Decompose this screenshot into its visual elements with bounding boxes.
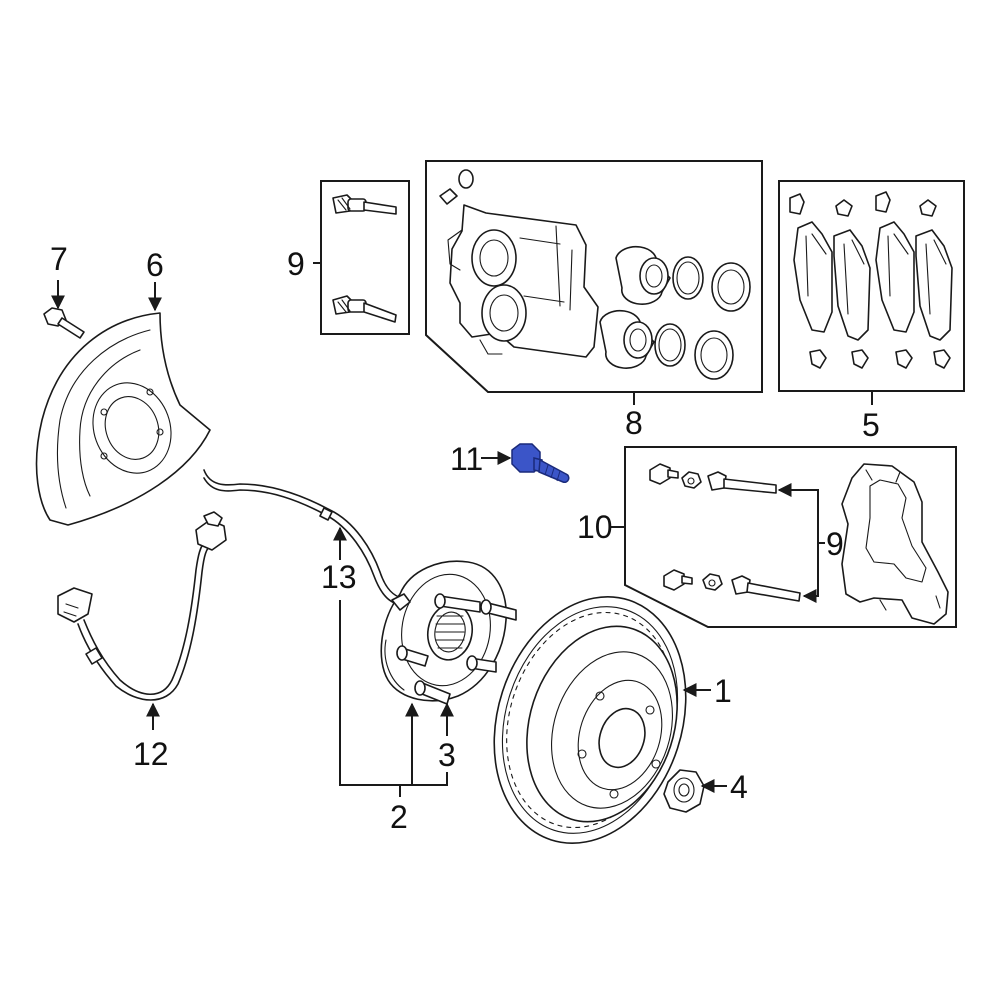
- pad-clips-top[interactable]: [789, 191, 937, 217]
- callout-labels: 1 2 3 4 5 6 7 8 9 9 10 11 12 13: [50, 241, 880, 835]
- callout-4: 4: [730, 769, 748, 805]
- guide-pin-lower[interactable]: [332, 295, 397, 323]
- dust-shield[interactable]: [35, 312, 211, 526]
- highlighted-bolt-11[interactable]: [511, 443, 570, 484]
- shield-bolt[interactable]: [43, 307, 85, 339]
- callout-9-top: 9: [287, 246, 305, 282]
- caliper-box: [425, 160, 763, 393]
- bracket-bolt-upper-short[interactable]: [649, 463, 679, 485]
- caliper-bracket[interactable]: [841, 463, 949, 625]
- callout-5: 5: [862, 407, 880, 443]
- callout-6: 6: [146, 247, 164, 283]
- leader-lines: [51, 262, 873, 797]
- hub-bearing-assembly[interactable]: [380, 560, 507, 702]
- brake-rotor[interactable]: [464, 572, 717, 869]
- bracket-bolt-lower-short[interactable]: [663, 569, 693, 591]
- callout-3: 3: [438, 737, 456, 773]
- bracket-bolt-upper-long[interactable]: [707, 471, 777, 494]
- callout-7: 7: [50, 241, 68, 277]
- callout-11: 11: [450, 441, 483, 477]
- sensor-harness[interactable]: [203, 469, 403, 605]
- brake-pad-4[interactable]: [915, 229, 953, 341]
- bleeder-screw[interactable]: [439, 169, 474, 205]
- piston-boot-upper[interactable]: [711, 262, 751, 312]
- callout-10: 10: [577, 509, 613, 545]
- piston-seal-lower[interactable]: [654, 323, 686, 367]
- brake-pad-2[interactable]: [833, 229, 871, 341]
- callout-2: 2: [390, 799, 408, 835]
- guide-pin-upper[interactable]: [332, 194, 397, 215]
- wheel-studs[interactable]: [396, 593, 517, 705]
- bracket-nut-upper[interactable]: [681, 471, 702, 489]
- wheel-speed-sensor[interactable]: [57, 511, 227, 701]
- brake-caliper[interactable]: [447, 204, 599, 358]
- piston-boot-lower[interactable]: [694, 330, 734, 380]
- bracket-bolt-lower-long[interactable]: [731, 575, 801, 602]
- guide-pin-kit-box: [320, 180, 410, 335]
- pad-clips-bottom[interactable]: [809, 349, 951, 369]
- callout-12: 12: [133, 736, 169, 772]
- callout-1: 1: [714, 673, 732, 709]
- brake-pad-3[interactable]: [875, 221, 915, 333]
- hub-nut[interactable]: [663, 769, 705, 813]
- caliper-piston-lower[interactable]: [599, 309, 655, 369]
- caliper-piston-upper[interactable]: [615, 245, 671, 305]
- callout-13: 13: [321, 559, 357, 595]
- brake-pad-set-box: [778, 180, 965, 392]
- piston-seal-upper[interactable]: [672, 256, 704, 300]
- callout-9-right: 9: [826, 526, 844, 562]
- brake-pad-1[interactable]: [793, 221, 833, 333]
- caliper-bracket-box: [624, 446, 957, 628]
- callout-8: 8: [625, 405, 643, 441]
- bracket-nut-lower[interactable]: [702, 573, 723, 591]
